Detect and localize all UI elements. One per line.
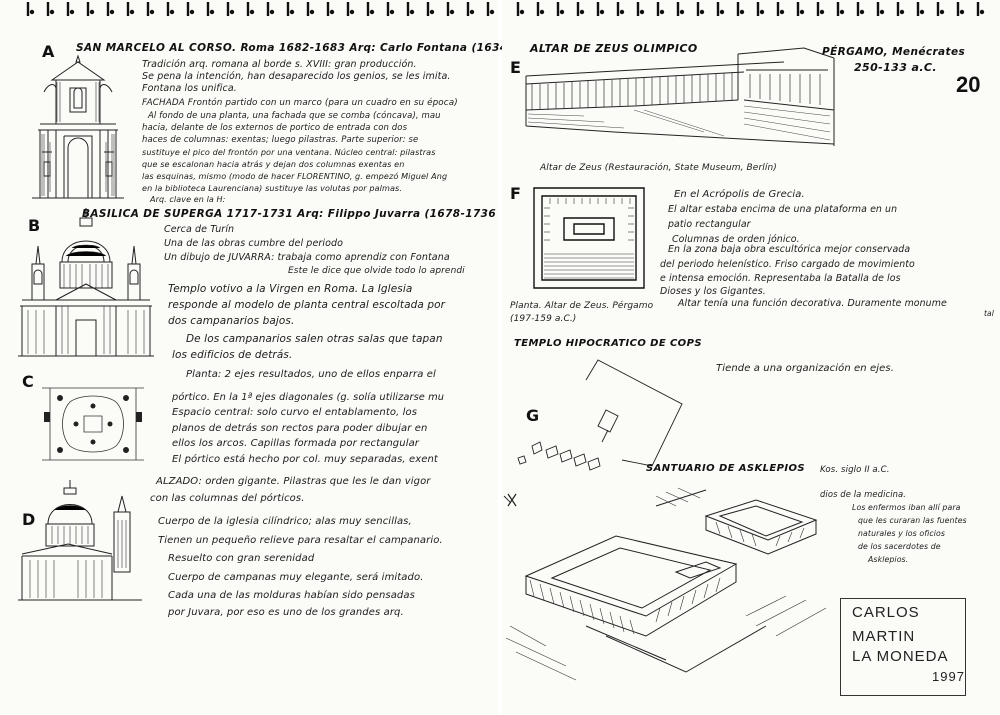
label-b: B	[28, 216, 41, 235]
b-line: Cada una de las molduras habían sido pen…	[168, 590, 415, 601]
section-e-place: PÉRGAMO, Menécrates	[822, 46, 966, 58]
b-line: Cerca de Turín	[164, 224, 235, 235]
a-line: que se escalonan hacia atrás y dejan dos…	[142, 159, 405, 169]
section-f-caption-2: (197-159 a.C.)	[510, 314, 577, 324]
section-e-title: ALTAR DE ZEUS OLIMPICO	[530, 42, 698, 55]
b-line: con las columnas del pórticos.	[150, 493, 305, 504]
sanctuary-line: Los enfermos iban allí para	[852, 503, 961, 512]
b-line: Tienen un pequeño relieve para resaltar …	[158, 535, 443, 546]
signature-box	[840, 598, 966, 696]
signature-line: MARTIN	[852, 628, 916, 645]
sanctuary-line: dios de la medicina.	[820, 489, 907, 499]
f-line: del periodo helenístico. Friso cargado d…	[660, 259, 915, 270]
left-notebook-page: A B C D	[0, 0, 511, 715]
f-line: Columnas de orden jónico.	[672, 234, 800, 245]
b-line: por Juvara, por eso es uno de los grande…	[168, 607, 404, 618]
b-line: Templo votivo a la Virgen en Roma. La Ig…	[168, 283, 413, 295]
a-line: Tradición arq. romana al borde s. XVIII:…	[142, 59, 417, 70]
a-line: FACHADA Frontón partido con un marco (pa…	[142, 98, 458, 108]
b-line: Cuerpo de la iglesia cilíndrico; alas mu…	[158, 516, 412, 527]
altar-of-zeus-plan-sketch	[530, 184, 648, 292]
label-f: F	[510, 184, 521, 203]
b-line: los edificios de detrás.	[172, 349, 293, 361]
label-g: G	[526, 406, 540, 425]
b-line: Cuerpo de campanas muy elegante, será im…	[168, 572, 424, 583]
f-line: patio rectangular	[668, 219, 751, 230]
b-line: Espacio central: solo curvo el entablame…	[172, 407, 418, 418]
label-a: A	[42, 42, 55, 61]
a-line: hacia, delante de los externos de portic…	[142, 123, 408, 133]
sanctuary-asklepios-sketch	[505, 476, 846, 686]
spiral-binding-left	[20, 0, 498, 18]
b-line: planos de detrás son rectos para poder d…	[172, 423, 428, 434]
f-line: En la zona baja obra escultórica mejor c…	[668, 244, 911, 255]
superga-basilica-sketch	[16, 204, 156, 366]
f-line: Altar tenía una función decorativa. Dura…	[678, 298, 947, 309]
section-e-dates: 250-133 a.C.	[854, 61, 937, 74]
b-line: responde al modelo de planta central esc…	[168, 299, 446, 311]
b-line: Una de las obras cumbre del periodo	[164, 238, 344, 249]
spiral-binding-right	[510, 0, 1000, 18]
signature-line: 1997	[932, 669, 965, 684]
signature-line: CARLOS	[852, 604, 920, 621]
b-line: El pórtico está hecho por col. muy separ…	[172, 454, 438, 465]
b-line: De los campanarios salen otras salas que…	[186, 333, 443, 345]
b-line: ellos los arcos. Capillas formada por re…	[172, 438, 420, 449]
f-line: En el Acrópolis de Grecia.	[674, 189, 805, 200]
templo-plan-sketch	[502, 350, 702, 507]
sanctuary-line: Asklepios.	[868, 555, 909, 564]
b-line: Planta: 2 ejes resultados, uno de ellos …	[186, 369, 436, 380]
section-a-title: SAN MARCELO AL CORSO. Roma 1682-1683 Arq…	[76, 42, 512, 54]
right-notebook-page: ALTAR DE ZEUS OLIMPICO PÉRGAMO, Menécrat…	[502, 0, 1000, 715]
b-line: pórtico. En la 1ª ejes diagonales (g. so…	[172, 392, 445, 403]
altar-of-zeus-perspective-sketch	[524, 40, 844, 156]
sanctuary-date: Kos. siglo II a.C.	[820, 465, 890, 475]
a-line: las esquinas, mismo (modo de hacer FLORE…	[142, 171, 448, 181]
f-line: Dioses y los Gigantes.	[660, 286, 766, 297]
sanctuary-line: de los sacerdotes de	[858, 542, 941, 551]
b-line: ALZADO: orden gigante. Pilastras que les…	[156, 476, 431, 487]
a-line: Arq. clave en la H:	[150, 195, 226, 204]
a-line: en la biblioteca Laurenciana) sustituye …	[142, 183, 403, 193]
section-g-note: Tiende a una organización en ejes.	[716, 363, 894, 374]
superga-perspective-sketch	[18, 476, 144, 606]
sanctuary-title: SANTUARIO DE ASKLEPIOS	[646, 463, 806, 474]
a-line: haces de columnas: exentas; luego pilast…	[142, 135, 419, 145]
a-line: Se pena la intención, han desaparecido l…	[142, 71, 451, 82]
section-g-title: TEMPLO HIPOCRATICO DE COPS	[514, 338, 702, 349]
section-f-caption-1: Planta. Altar de Zeus. Pérgamo	[510, 301, 654, 311]
f-line: e intensa emoción. Representaba la Batal…	[660, 273, 901, 284]
page-number: 20	[956, 72, 981, 97]
a-line: Fontana los unifica.	[142, 83, 237, 94]
superga-plan-sketch	[40, 382, 146, 466]
label-c: C	[22, 372, 34, 391]
b-line: Este le dice que olvide todo lo aprendi	[288, 266, 465, 276]
label-e: E	[510, 58, 521, 77]
b-line: Resuelto con gran serenidad	[168, 553, 315, 564]
signature-line: LA MONEDA	[852, 648, 949, 665]
section-b-title: BASILICA DE SUPERGA 1717-1731 Arq: Filip…	[82, 208, 497, 220]
a-line: Al fondo de una planta, una fachada que …	[148, 111, 441, 121]
f-line: El altar estaba encima de una plataforma…	[668, 204, 898, 215]
b-line: Un dibujo de JUVARRA: trabaja como apren…	[164, 252, 450, 263]
a-line: sustituye el pico del frontón por una ve…	[142, 147, 436, 157]
label-d: D	[22, 510, 36, 529]
sanctuary-line: naturales y los oficios	[858, 529, 946, 538]
section-e-caption: Altar de Zeus (Restauración, State Museu…	[540, 163, 777, 173]
sanctuary-line: que les curaran las fuentes	[858, 516, 967, 525]
f-line: tal	[984, 309, 994, 318]
b-line: dos campanarios bajos.	[168, 315, 295, 327]
san-marcelo-facade-sketch	[22, 52, 134, 202]
